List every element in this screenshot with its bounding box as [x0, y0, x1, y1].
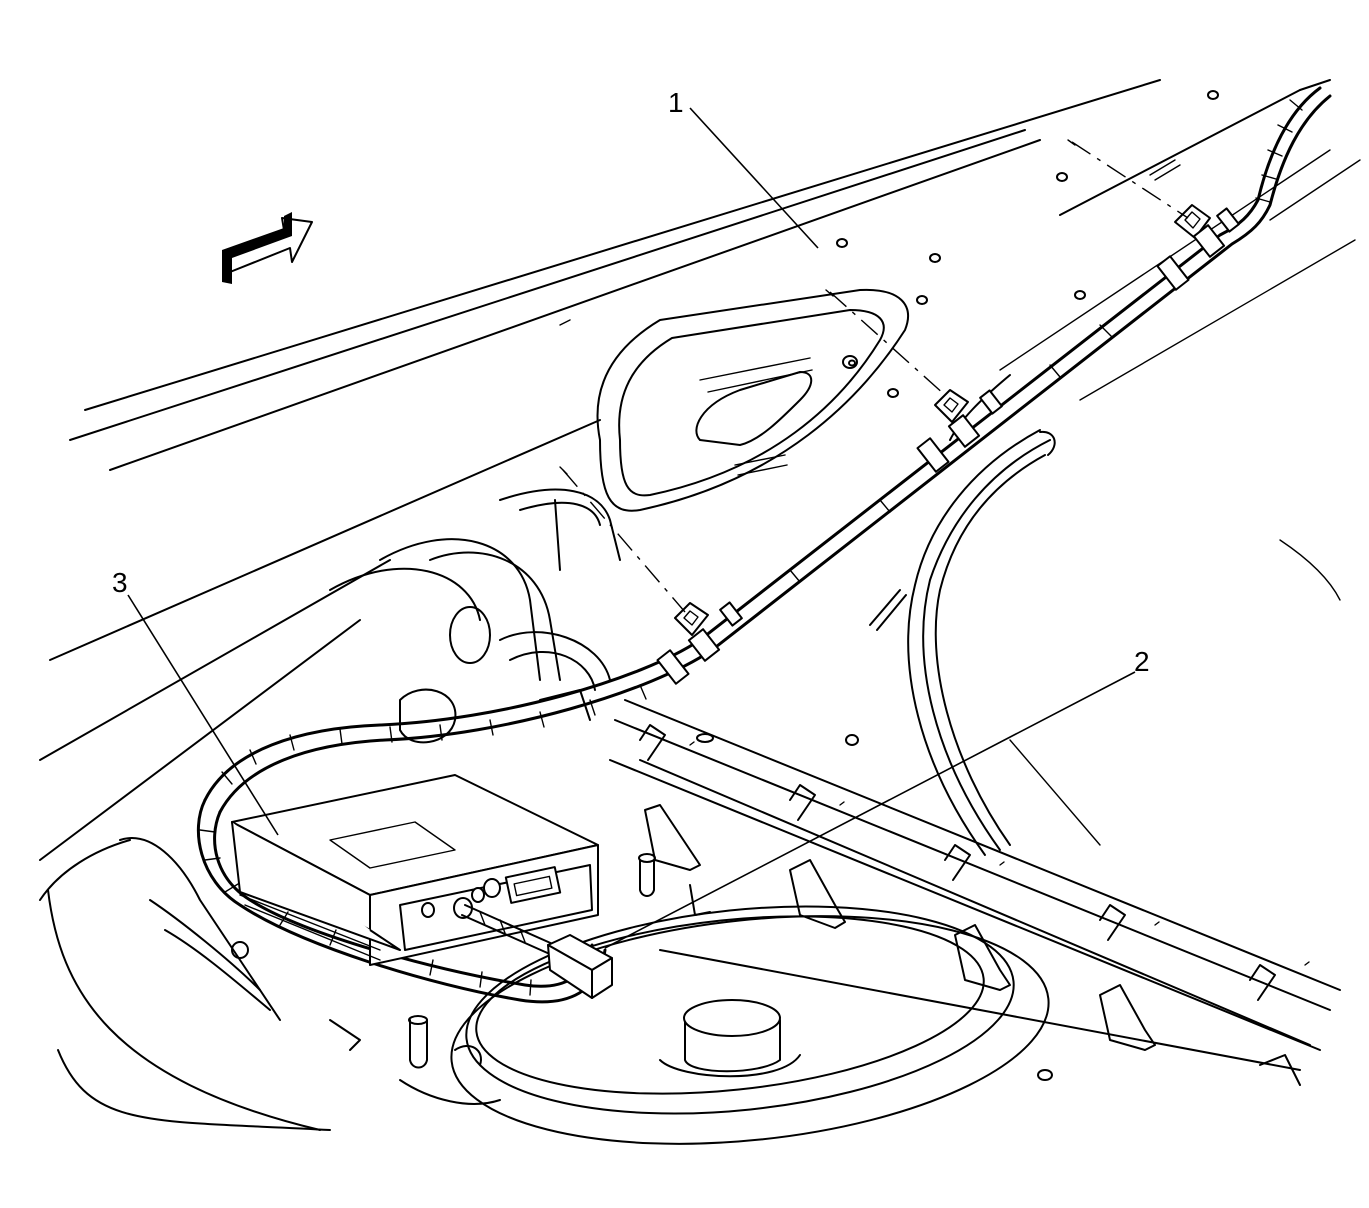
installation-lines	[559, 139, 1189, 613]
rail-tabs	[639, 724, 1276, 1001]
forward-arrow-icon	[222, 212, 313, 284]
harness-clips	[656, 204, 1240, 685]
callout-3: 3	[112, 567, 128, 598]
clip-upper	[1156, 204, 1240, 291]
leader-1	[689, 107, 819, 249]
quarter-panel-contour	[907, 374, 1341, 856]
antenna-cable-harness	[197, 86, 1332, 1004]
clip-middle	[916, 389, 1003, 473]
leader-3	[127, 594, 279, 836]
callout-1: 1	[668, 87, 684, 118]
callout-2: 2	[1134, 646, 1150, 677]
package-shelf-panel	[329, 288, 909, 744]
mounting-holes	[696, 90, 1219, 1081]
speaker-enclosure	[450, 905, 1050, 1145]
antenna-connector	[461, 904, 613, 999]
lower-left-structure	[119, 837, 711, 1105]
callout-labels: 1 2 3	[112, 87, 1150, 677]
trunk-rail	[609, 699, 1341, 1071]
receiver-module	[231, 774, 599, 966]
callout-leaders	[127, 107, 1136, 949]
clip-lower	[656, 601, 743, 685]
leader-2	[604, 671, 1136, 949]
vehicle-body-outline	[39, 79, 1361, 1131]
